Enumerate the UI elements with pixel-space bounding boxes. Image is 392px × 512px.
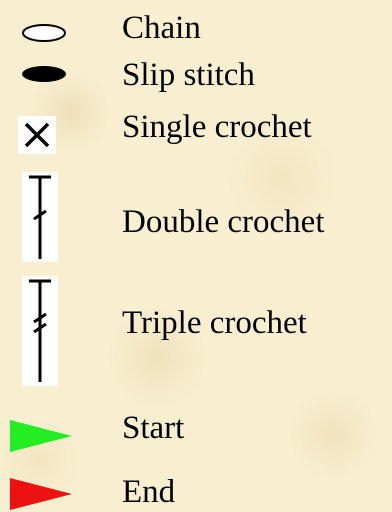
legend-label-double-crochet: Double crochet bbox=[122, 204, 325, 240]
single-crochet-x-icon bbox=[18, 116, 56, 154]
end-arrow-icon bbox=[10, 478, 72, 510]
legend-label-triple-crochet: Triple crochet bbox=[122, 305, 307, 341]
legend-label-end: End bbox=[122, 474, 176, 510]
legend-label-chain: Chain bbox=[122, 10, 201, 46]
chain-oval-icon bbox=[22, 24, 66, 42]
legend-label-slip-stitch: Slip stitch bbox=[122, 57, 255, 93]
double-crochet-icon bbox=[22, 172, 58, 262]
triple-crochet-icon bbox=[22, 276, 58, 386]
slip-stitch-oval-icon bbox=[22, 66, 66, 82]
legend-label-start: Start bbox=[122, 410, 185, 446]
start-arrow-icon bbox=[10, 420, 72, 452]
legend-label-single-crochet: Single crochet bbox=[122, 109, 312, 145]
